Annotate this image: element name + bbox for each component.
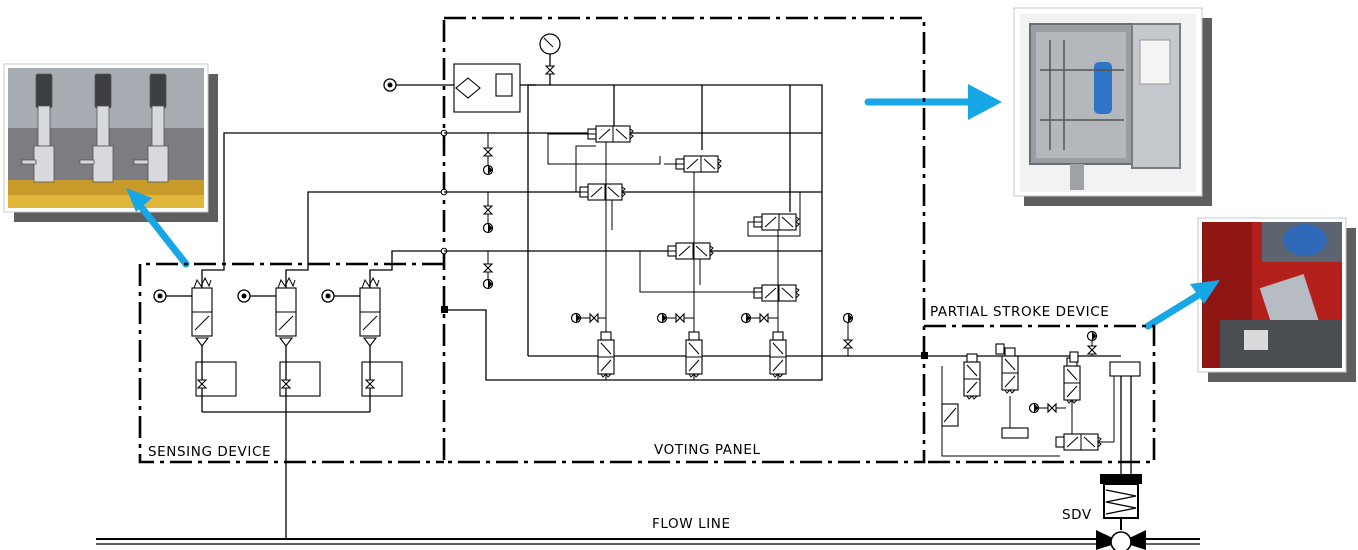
sdv-label: SDV xyxy=(1062,507,1092,523)
partial-stroke-circuit xyxy=(921,330,1121,457)
arrow-to-partial-stroke-photo xyxy=(1144,280,1220,330)
partial-stroke-photo xyxy=(1197,217,1356,382)
sensing-device-photo xyxy=(3,63,218,222)
voting-panel-label: VOTING PANEL xyxy=(654,442,761,458)
voting-panel-photo xyxy=(1013,7,1212,206)
partial-stroke-boundary xyxy=(924,324,1156,464)
arrow-to-voting-photo xyxy=(864,84,1002,120)
sensing-switch-1 xyxy=(191,276,213,347)
sensing-switch-2 xyxy=(275,276,297,347)
sensing-device-boundary xyxy=(138,262,444,464)
partial-stroke-device-label: PARTIAL STROKE DEVICE xyxy=(930,304,1109,320)
flow-line-label: FLOW LINE xyxy=(652,516,731,532)
flow-line xyxy=(96,538,1200,545)
voting-panel-circuit xyxy=(383,33,924,381)
arrow-to-sensing-photo xyxy=(126,188,190,268)
sensing-device-circuit xyxy=(153,132,444,539)
sensing-switch-3 xyxy=(359,276,381,347)
sensing-device-label: SENSING DEVICE xyxy=(148,444,271,460)
sdv-valve xyxy=(1096,361,1146,550)
voting-panel-boundary xyxy=(442,16,926,464)
